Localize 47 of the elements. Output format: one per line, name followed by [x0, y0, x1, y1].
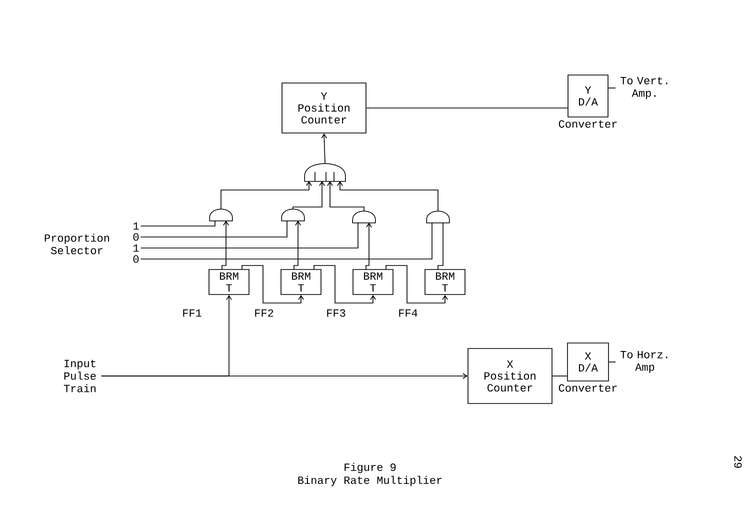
block-box: X D/A: [567, 342, 609, 382]
or-gate: [304, 163, 346, 182]
connector-line: [140, 220, 288, 238]
flip-flop-label: FF4: [399, 309, 418, 317]
block-box: BRM T: [424, 269, 466, 295]
arrow: [337, 181, 438, 212]
box-caption: Converter: [558, 120, 617, 128]
arrow: [314, 265, 376, 304]
arrow: [386, 265, 448, 304]
arrow: [292, 181, 325, 210]
and-gate: [281, 208, 305, 222]
terminal-label: To Horz. Amp: [620, 351, 668, 373]
arrow: [220, 181, 312, 210]
connector-line: [140, 222, 432, 260]
bit-value: 1: [134, 244, 139, 252]
flip-flop-label: FF3: [327, 309, 346, 317]
block-box: Y Position Counter: [282, 82, 366, 134]
arrow: [321, 133, 328, 164]
flip-flop-label: FF2: [255, 309, 274, 317]
arrow: [101, 294, 232, 376]
block-box: Y D/A: [568, 74, 608, 118]
and-gate: [426, 210, 450, 224]
connector-line: [140, 220, 216, 226]
box-caption: Converter: [558, 384, 617, 392]
arrow: [222, 220, 229, 270]
and-gate: [352, 210, 376, 224]
bit-value: 0: [133, 255, 139, 263]
terminal-label: Input Pulse Train: [64, 360, 96, 392]
bit-value: 1: [134, 222, 139, 230]
selector-label: Proportion Selector: [44, 234, 110, 254]
terminal-label: To Vert. Amp.: [620, 76, 668, 100]
figure-title: Figure 9: [344, 462, 396, 474]
connector-line: [438, 222, 444, 270]
arrow: [366, 222, 372, 270]
arrow: [294, 220, 301, 270]
page-number: 29: [734, 456, 742, 468]
arrow: [327, 181, 364, 212]
figure-caption: Binary Rate Multiplier: [298, 476, 442, 486]
arrow: [242, 265, 304, 304]
block-box: X Position Counter: [468, 348, 552, 404]
flip-flop-label: FF1: [183, 309, 202, 317]
block-box: BRM T: [352, 269, 394, 295]
block-box: BRM T: [208, 269, 250, 295]
connector-line: [140, 222, 358, 248]
block-box: BRM T: [280, 269, 322, 295]
and-gate: [209, 208, 233, 222]
bit-value: 0: [133, 233, 139, 241]
